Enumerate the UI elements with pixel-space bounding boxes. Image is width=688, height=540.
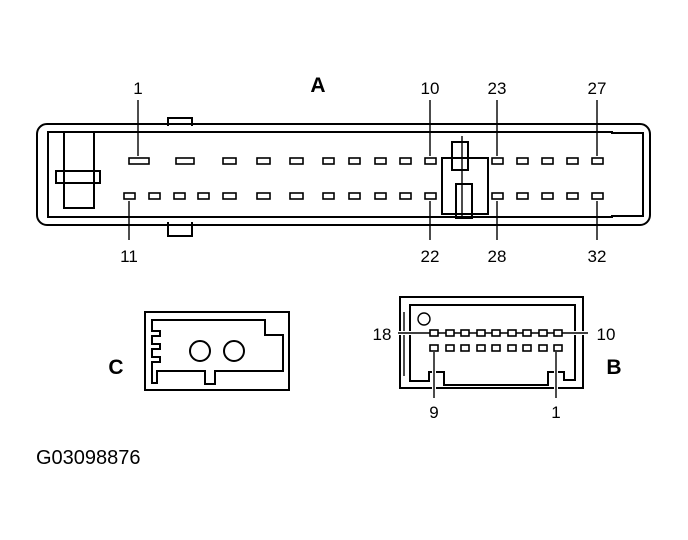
connector-a-pin-label-32: 32 <box>588 247 607 266</box>
connector-c-letter: C <box>108 356 123 379</box>
connector-b-pin-label-10: 10 <box>597 325 616 344</box>
pin <box>128 157 150 165</box>
pin <box>289 157 304 165</box>
connector-a-centre-key-upper <box>451 141 469 171</box>
pin <box>348 157 361 165</box>
connector-a-pin-label-27: 27 <box>588 79 607 98</box>
connector-a-pin-label-22: 22 <box>421 247 440 266</box>
pin <box>460 344 470 352</box>
connector-c-terminal-2 <box>223 340 245 362</box>
connector-b-letter: B <box>606 356 621 379</box>
pin <box>399 192 412 200</box>
connector-c-outer-housing <box>144 311 290 391</box>
connector-a-bottom-row-pins <box>123 192 604 200</box>
figure-reference: G03098876 <box>36 447 141 469</box>
pin <box>348 192 361 200</box>
pin <box>491 329 501 337</box>
pin <box>173 192 186 200</box>
pin <box>541 157 554 165</box>
pin <box>256 157 271 165</box>
pin <box>553 329 563 337</box>
connector-b-outer-housing <box>399 296 584 389</box>
connector-b-bottom-row-pins <box>429 344 563 352</box>
pin <box>460 329 470 337</box>
pin <box>256 192 271 200</box>
pin <box>322 192 335 200</box>
connector-c-inner-housing <box>151 319 284 385</box>
connector-c-terminal-1 <box>189 340 211 362</box>
pin <box>541 192 554 200</box>
connector-b-pin-label-9: 9 <box>429 403 438 422</box>
connector-a-pin-label-1: 1 <box>133 79 142 98</box>
connector-a-leader-lines <box>128 100 598 240</box>
pin <box>516 192 529 200</box>
connector-a-bottom-latch <box>167 222 193 237</box>
connector-b-inner-housing <box>409 304 576 386</box>
pin <box>429 344 439 352</box>
pin <box>566 192 579 200</box>
connector-a-pin-label-28: 28 <box>488 247 507 266</box>
pin <box>591 157 604 165</box>
connector-a-left-key <box>55 170 101 184</box>
connector-a-pin-label-23: 23 <box>488 79 507 98</box>
connector-a-top-row-pins <box>128 157 604 165</box>
pin <box>566 157 579 165</box>
pin <box>175 157 195 165</box>
connector-a: A 1 10 23 27 11 22 28 32 <box>36 74 651 266</box>
connector-a-centre-key <box>441 157 489 215</box>
connector-a-pin-label-10: 10 <box>421 79 440 98</box>
pin <box>123 192 136 200</box>
pin <box>553 344 563 352</box>
pin <box>538 329 548 337</box>
pin <box>424 192 437 200</box>
pin <box>424 157 437 165</box>
pin <box>491 192 504 200</box>
connector-a-top-latch <box>167 117 193 126</box>
pin <box>476 344 486 352</box>
connector-c: C <box>108 311 290 391</box>
pin <box>222 157 237 165</box>
pin <box>522 344 532 352</box>
connector-b-key-hole <box>417 312 431 326</box>
pin <box>374 157 387 165</box>
pin <box>429 329 439 337</box>
pin <box>476 329 486 337</box>
pin <box>516 157 529 165</box>
connector-a-letter: A <box>310 74 325 97</box>
pin <box>322 157 335 165</box>
pin <box>522 329 532 337</box>
connector-b-top-row-pins <box>429 329 563 337</box>
pin <box>591 192 604 200</box>
pin <box>538 344 548 352</box>
pin <box>445 329 455 337</box>
connector-a-centre-key-lower <box>455 183 473 219</box>
connector-b-pin-label-18: 18 <box>373 325 392 344</box>
pin <box>148 192 161 200</box>
connector-a-inner-housing <box>47 131 644 218</box>
connector-a-pin-label-11: 11 <box>120 247 138 266</box>
connector-a-outer-housing <box>36 123 651 226</box>
pin <box>491 344 501 352</box>
pin <box>374 192 387 200</box>
pin <box>289 192 304 200</box>
pin <box>507 329 517 337</box>
pin <box>491 157 504 165</box>
pin <box>507 344 517 352</box>
pin <box>445 344 455 352</box>
pin <box>197 192 210 200</box>
pin <box>222 192 237 200</box>
connector-b: 18 10 9 1 B <box>373 296 622 422</box>
pin <box>399 157 412 165</box>
connector-b-pin-label-1: 1 <box>551 403 560 422</box>
